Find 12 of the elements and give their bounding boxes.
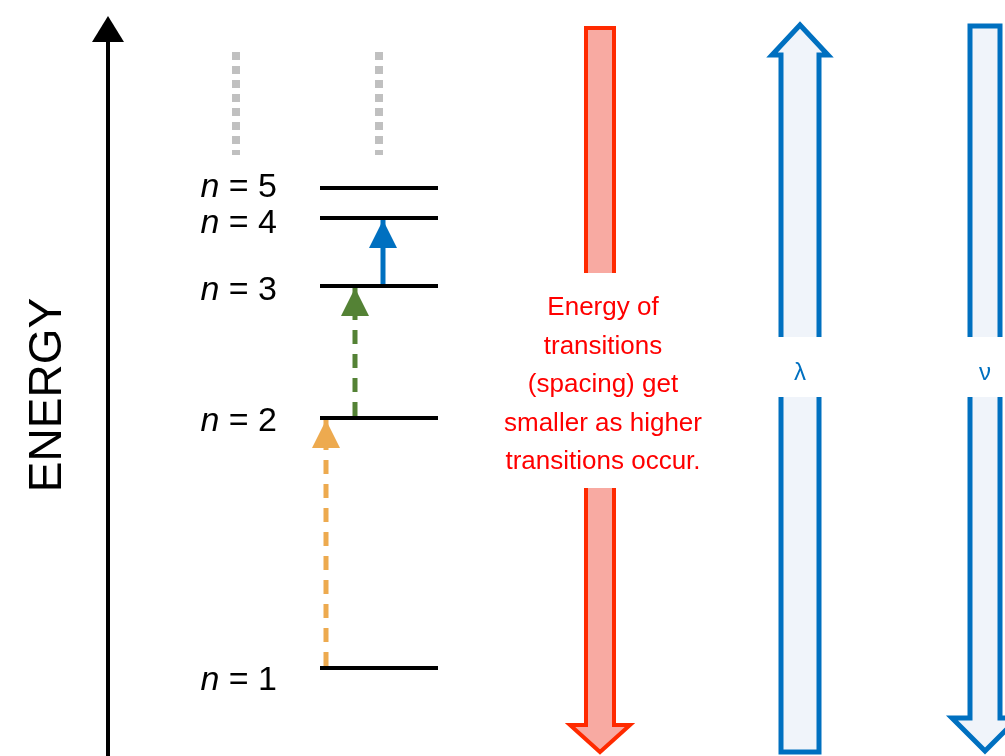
transition-arrow <box>369 220 397 284</box>
transition-arrow <box>341 288 369 416</box>
frequency-symbol: ν <box>979 358 991 386</box>
axis-title: ENERGY <box>18 297 72 493</box>
level-label: n = 3 <box>200 270 277 306</box>
note-text: Energy of transitions (spacing) get smaller as higher transitions occur. <box>503 290 703 477</box>
transition-arrow <box>312 420 340 666</box>
level-label: n = 4 <box>200 203 277 239</box>
level-label: n = 2 <box>200 401 277 437</box>
level-label: n = 1 <box>200 660 277 696</box>
wavelength-symbol: λ <box>794 358 806 386</box>
level-label: n = 5 <box>200 167 277 203</box>
